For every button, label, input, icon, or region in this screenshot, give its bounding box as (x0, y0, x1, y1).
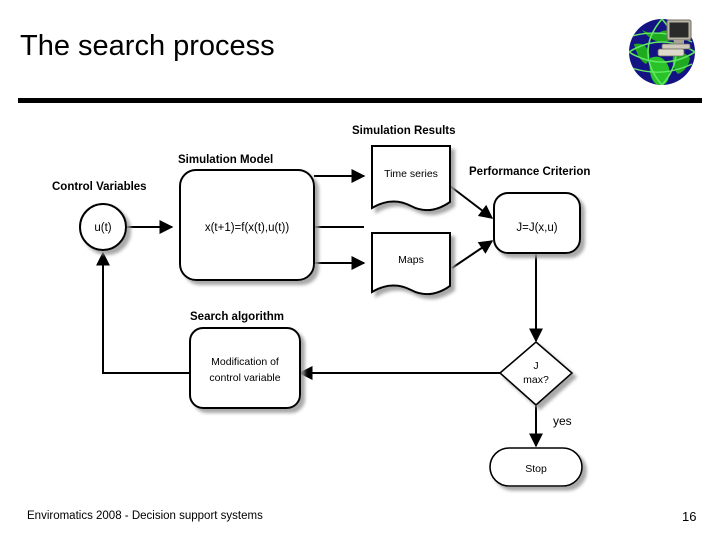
node-stop: Stop (489, 447, 583, 487)
label-simulation-model: Simulation Model (178, 154, 273, 166)
page-title: The search process (20, 30, 275, 62)
node-decision-text-line1: J (533, 360, 538, 372)
label-performance-criterion: Performance Criterion (469, 166, 590, 178)
node-time-series: Time series (371, 145, 451, 212)
node-modify-control-variable: Modification of control variable (189, 327, 301, 409)
edge-label-yes: yes (553, 414, 572, 428)
node-model-text: x(t+1)=f(x(t),u(t)) (205, 222, 290, 234)
label-control-variables: Control Variables (52, 181, 147, 193)
node-decision-text-line2: max? (523, 374, 549, 386)
edge-maps-to-criterion (451, 240, 494, 269)
node-time-series-text: Time series (384, 168, 438, 180)
edge-modify-to-ut (96, 251, 190, 374)
node-decision: J max? (498, 340, 574, 407)
node-ut-text: u(t) (94, 222, 111, 234)
search-process-flowchart: Control Variables Simulation Model Simul… (52, 125, 590, 487)
node-performance-criterion: J=J(x,u) (493, 192, 581, 254)
edge-timeseries-to-criterion (449, 185, 494, 219)
node-maps-text: Maps (398, 254, 424, 266)
node-criterion-text: J=J(x,u) (516, 222, 557, 234)
label-search-algorithm: Search algorithm (190, 311, 284, 323)
node-stop-text: Stop (525, 463, 547, 475)
footer-text: Enviromatics 2008 - Decision support sys… (27, 510, 263, 522)
node-modify-text-line2: control variable (209, 372, 280, 384)
globe-computer-logo (629, 19, 695, 85)
node-control-variable: u(t) (79, 203, 127, 251)
label-simulation-results: Simulation Results (352, 125, 456, 137)
page-number: 16 (682, 509, 697, 524)
node-maps: Maps (371, 232, 451, 296)
node-simulation-model: x(t+1)=f(x(t),u(t)) (179, 169, 315, 281)
title-divider (18, 98, 702, 103)
node-modify-text-line1: Modification of (211, 356, 279, 368)
